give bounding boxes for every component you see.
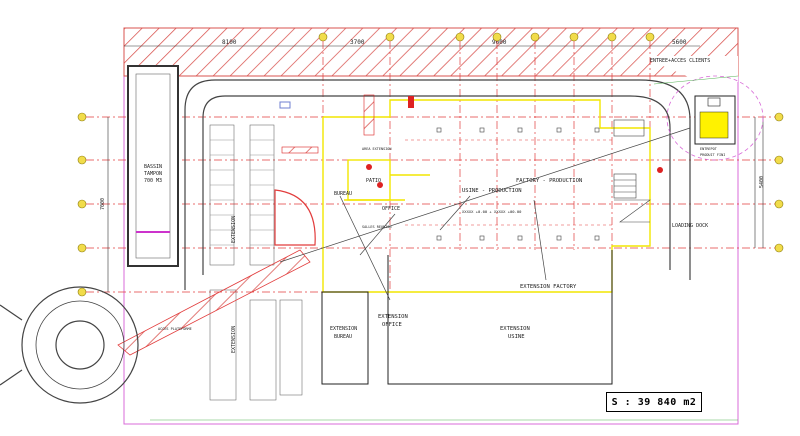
hatched-strip	[123, 27, 739, 77]
right-dimension: 5400	[759, 176, 765, 188]
column-markers	[436, 127, 600, 241]
usine-production-label: USINE - PRODUCTION	[462, 188, 522, 194]
parking-extension-label: EXTENSION	[231, 216, 237, 243]
grid-bubbles-top	[318, 32, 655, 42]
extension-bureau-label: EXTENSION	[330, 326, 357, 332]
top-dimension: 8100	[222, 39, 237, 46]
basin-volume: 700 M3	[144, 178, 162, 184]
extension-office-label: EXTENSION	[378, 314, 408, 320]
extension-bureau-label: BUREAU	[334, 334, 352, 340]
top-dimension: 3700	[350, 39, 365, 46]
usine-dimensions: XXXXX +0.00 + XXXXX +00.00	[462, 209, 522, 214]
extension-usine-label: EXTENSION	[500, 326, 530, 332]
annex-label: ENTREPOT	[700, 147, 718, 151]
extension-usine-label: USINE	[508, 334, 525, 340]
loading-ramps	[613, 119, 651, 223]
extension-zones	[321, 250, 613, 385]
basin-label: TAMPON	[144, 171, 162, 177]
top-dimension: 5600	[672, 39, 687, 46]
annotation-arrows	[279, 127, 691, 301]
top-dimension: 9600	[492, 39, 507, 46]
grid-bubbles-left	[77, 112, 87, 297]
main-building	[322, 99, 651, 293]
site-area-label: S : 39 840 m2	[606, 392, 702, 412]
office-label: OFFICE	[382, 206, 400, 212]
access-ramp	[117, 249, 311, 356]
grid-lines-vertical	[322, 41, 651, 290]
small-label: AREA EXTENSION	[362, 147, 392, 151]
stair-marker	[281, 146, 319, 154]
extension-office-label: OFFICE	[382, 322, 402, 328]
parking-extension-label: EXTENSION	[231, 326, 237, 353]
patio-label: PATIO	[366, 178, 381, 184]
stair-marker	[408, 96, 414, 108]
annex-boundary	[666, 75, 764, 161]
small-label: SALLES REUNION	[362, 225, 392, 229]
stair-marker	[363, 94, 375, 136]
grid-bubbles-right	[774, 112, 784, 253]
loading-dock-label: LOADING DOCK	[672, 223, 708, 229]
annex-label: PRODUIT FINI	[700, 153, 725, 157]
factory-production-label: FACTORY - PRODUCTION	[516, 178, 582, 184]
hatched-notch	[640, 56, 738, 82]
grid-lines-horizontal	[86, 116, 775, 293]
arched-entrance	[274, 189, 316, 246]
roundabout	[0, 286, 139, 404]
site-boundary	[123, 27, 739, 425]
bureau-label: BUREAU	[334, 191, 352, 197]
small-label: ACCES PLATEFORME	[158, 327, 192, 331]
left-dimension: 7000	[100, 198, 106, 210]
extension-factory-label: EXTENSION FACTORY	[520, 284, 577, 290]
perimeter-road	[184, 79, 691, 290]
annex-label: ENTREE+ACCES CLIENTS	[650, 58, 710, 64]
basin-label: BASSIN	[144, 164, 162, 170]
